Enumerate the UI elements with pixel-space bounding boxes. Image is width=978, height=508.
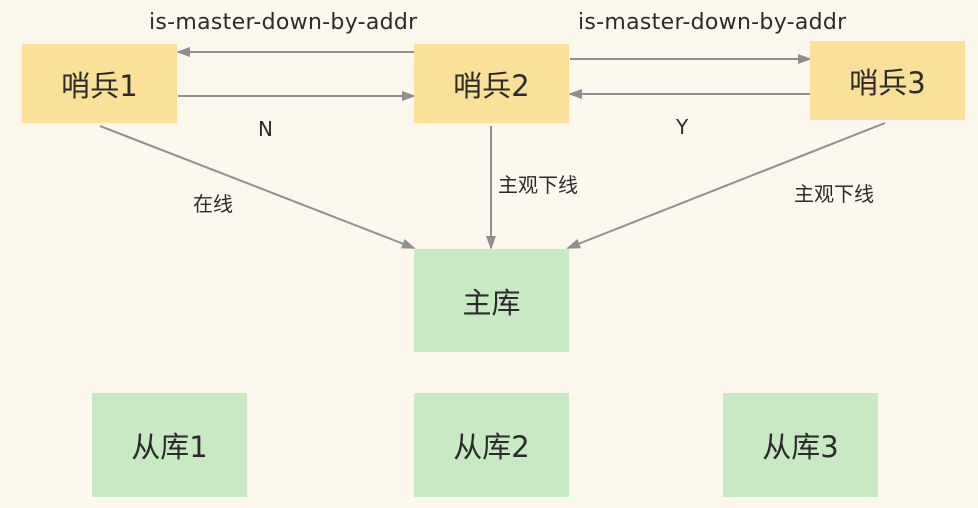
sentinel-1-node: 哨兵1 [22,44,177,123]
edge-sentinel1-to-master [99,125,416,249]
sentinel1-response-label: N [258,117,273,141]
replica-3-node: 从库3 [723,393,878,497]
top-left-command-label: is-master-down-by-addr [149,10,418,35]
replica-1-node: 从库1 [92,393,247,497]
top-right-command-label: is-master-down-by-addr [578,10,847,35]
sentinel2-status-label: 主观下线 [498,173,578,197]
master-node: 主库 [414,249,569,352]
replica-2-node: 从库2 [414,393,569,497]
sentinel-3-node: 哨兵3 [810,41,965,120]
sentinel1-status-label: 在线 [193,192,233,216]
edge-sentinel3-to-master [566,122,886,249]
sentinel-2-node: 哨兵2 [414,44,569,123]
sentinel3-response-label: Y [676,115,689,139]
sentinel3-status-label: 主观下线 [794,182,874,206]
